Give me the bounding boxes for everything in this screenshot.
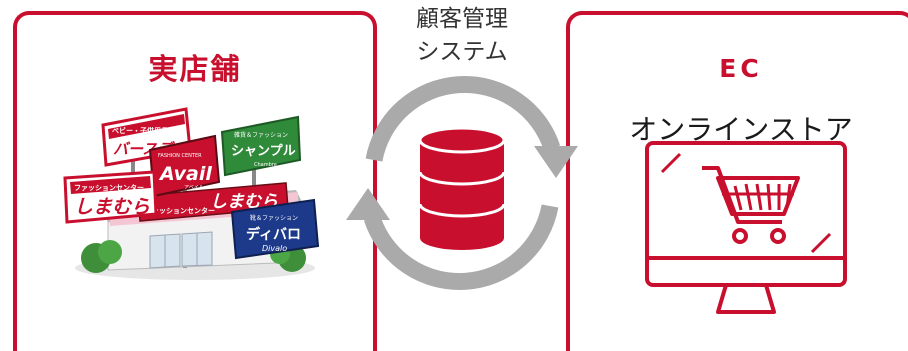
- sign2-small-text: FASHION CENTER: [158, 153, 202, 159]
- store-illustration: ファッションセンター しまむら ベビー・子供用品 バースデイ FASHION C…: [63, 107, 320, 280]
- center-title-line2: システム: [416, 39, 508, 65]
- sign3-sub-text: Chambre: [254, 162, 277, 168]
- sign2-main-text: Avail: [158, 163, 212, 185]
- shopping-cart-icon: [702, 166, 800, 244]
- sign4-small-text: ファッションセンター: [74, 183, 144, 192]
- center-title-line1: 顧客管理: [416, 6, 508, 32]
- center-title: 顧客管理 システム: [400, 3, 524, 69]
- sign5-sub-text: Divalo: [262, 244, 287, 253]
- banner-small-text: ファッションセンター: [145, 206, 215, 215]
- sign1-small-text: ベビー・子供用品: [112, 126, 168, 135]
- database-icon: [418, 126, 506, 250]
- ec-title: EC: [719, 54, 763, 83]
- sign5-main-text: ディバロ: [246, 226, 301, 243]
- sign3-main-text: シャンプル: [231, 144, 296, 159]
- ec-subtitle: オンラインストア: [629, 113, 853, 146]
- sign5-small-text: 靴＆ファッション: [250, 214, 298, 222]
- sign2-sub-text: アベイル: [184, 185, 204, 191]
- sign4-main-text: しまむら: [74, 196, 150, 218]
- sign3-small-text: 雑貨＆ファッション: [234, 131, 288, 139]
- sync-arrows-icon: [346, 75, 578, 291]
- store-title: 実店舗: [148, 52, 242, 86]
